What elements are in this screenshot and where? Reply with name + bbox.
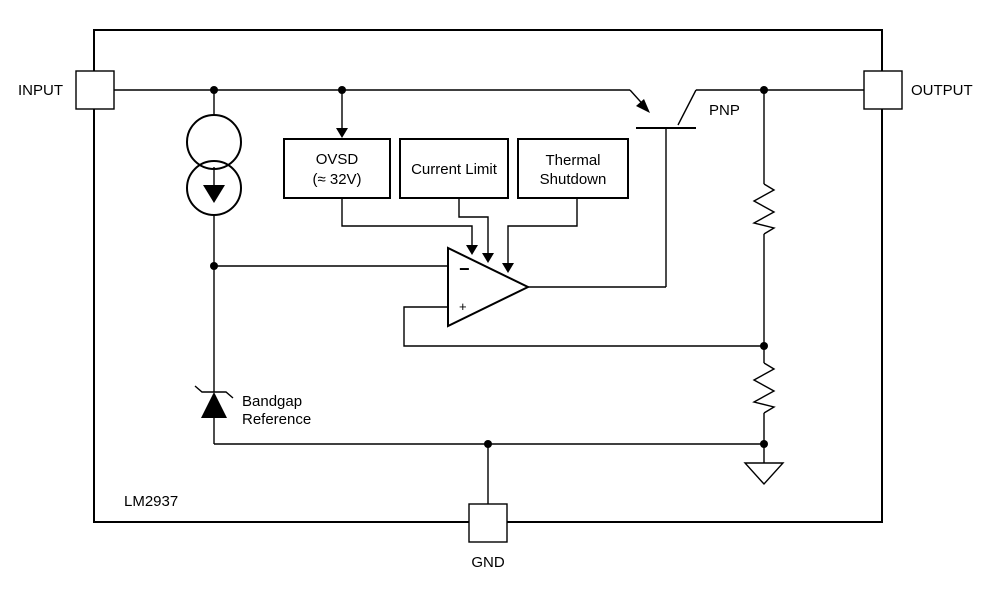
pnp-transistor xyxy=(636,86,864,287)
feedback-wire xyxy=(403,306,764,347)
amp-minus-sign: − xyxy=(459,259,470,279)
ovsd-block xyxy=(283,138,391,199)
bandgap-diode-icon xyxy=(194,385,234,444)
current-source xyxy=(186,90,242,392)
ground-icon xyxy=(743,462,785,486)
bandgap-label-line1: Bandgap xyxy=(242,393,302,410)
current-limit-block xyxy=(399,138,509,199)
thermal-label-line2: Shutdown xyxy=(540,171,607,188)
part-number-label: LM2937 xyxy=(124,493,178,510)
resistor-divider xyxy=(752,90,776,463)
bandgap-label-line2: Reference xyxy=(242,411,311,428)
input-pin xyxy=(75,70,115,110)
thermal-shutdown-block xyxy=(517,138,629,199)
ground-bus xyxy=(214,440,764,504)
input-rail xyxy=(114,86,650,113)
error-amplifier xyxy=(447,246,666,328)
amp-plus-sign: + xyxy=(459,299,467,314)
block-to-amp-wires xyxy=(341,198,578,273)
output-pin xyxy=(863,70,903,110)
gnd-pin xyxy=(468,503,508,543)
input-pin-label: INPUT xyxy=(18,82,63,99)
ovsd-threshold-label: (≈ 32V) xyxy=(312,171,361,188)
thermal-label-line1: Thermal xyxy=(545,152,600,169)
gnd-pin-label: GND xyxy=(471,554,505,571)
output-pin-label: OUTPUT xyxy=(911,82,973,99)
current-limit-label: Current Limit xyxy=(411,161,498,178)
ovsd-label: OVSD xyxy=(316,151,359,168)
pnp-label: PNP xyxy=(709,102,740,119)
